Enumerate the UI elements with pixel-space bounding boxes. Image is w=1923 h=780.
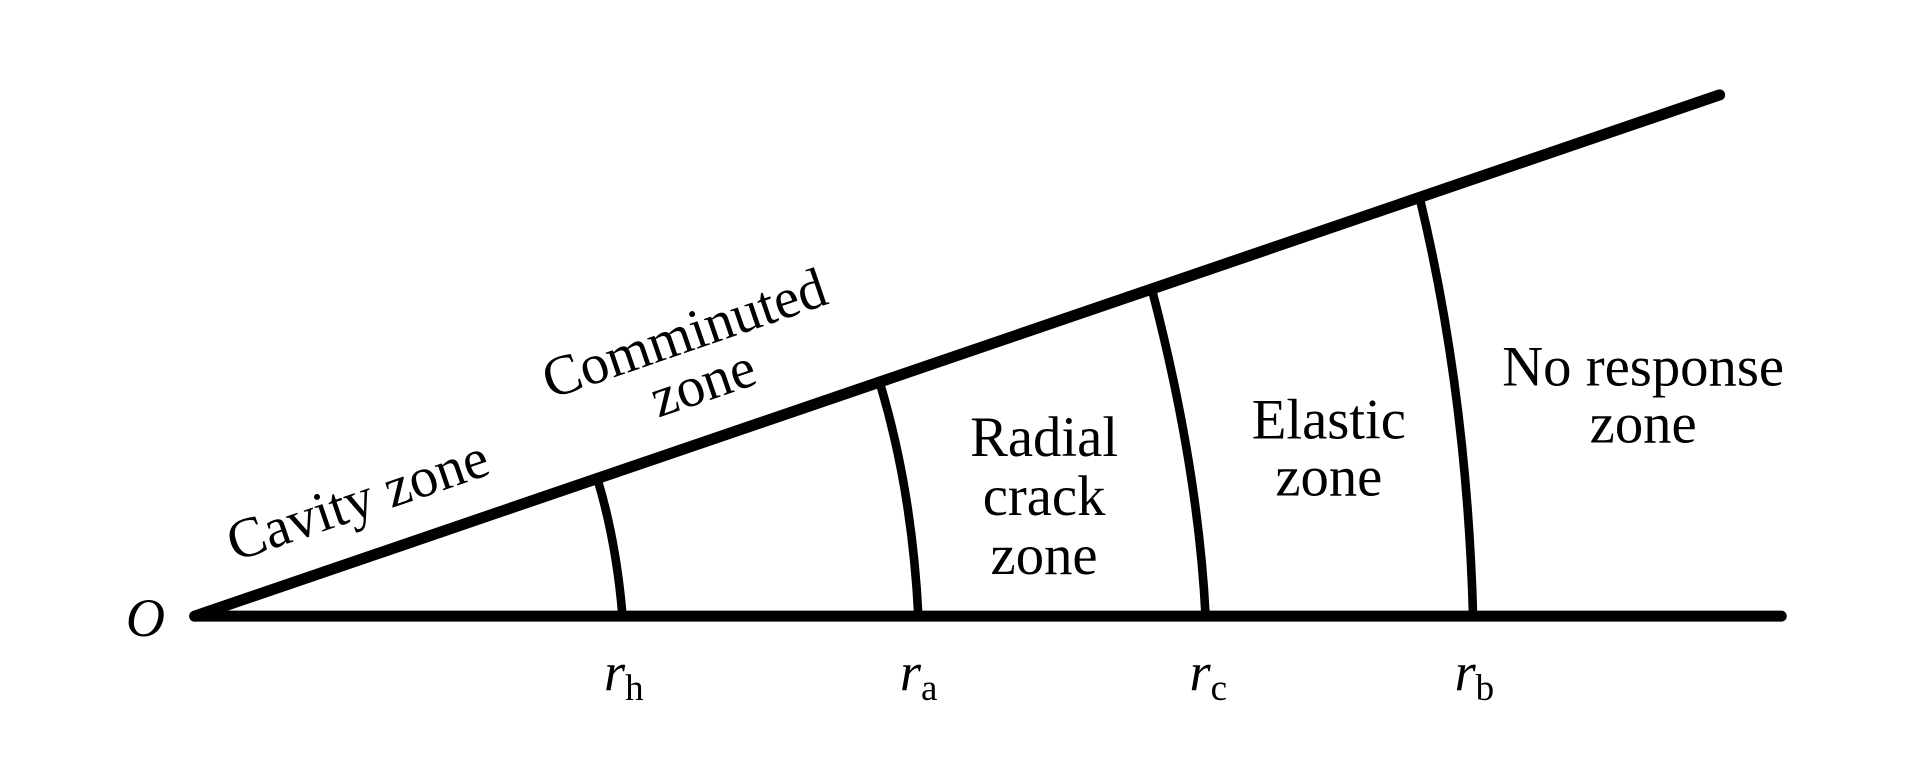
- boundary-arc-rh: [593, 476, 627, 621]
- elastic-zone-label-line2: zone: [1275, 445, 1382, 508]
- radial-zone-label-line2: crack: [983, 465, 1106, 528]
- origin-label: O: [126, 588, 165, 648]
- radius-label-rc: rc: [1190, 642, 1228, 708]
- radius-label-rb: rb: [1455, 642, 1495, 708]
- boundary-arc-rb: [1415, 195, 1478, 621]
- no-response-zone-label-line1: No response: [1502, 336, 1784, 399]
- boundary-arc-rc: [1148, 287, 1210, 621]
- wedge-upper-line: [189, 89, 1726, 622]
- radius-label-rh: rh: [604, 642, 644, 708]
- boundary-arc-ra: [877, 383, 923, 621]
- radial-zone-label-line1: Radial: [970, 406, 1118, 469]
- no-response-zone-label-line2: zone: [1590, 392, 1697, 455]
- radial-zone-label-line3: zone: [991, 524, 1098, 587]
- radius-label-ra: ra: [900, 642, 938, 708]
- cavity-zone-label: Cavity zone: [219, 426, 497, 574]
- elastic-zone-label-line1: Elastic: [1252, 389, 1406, 452]
